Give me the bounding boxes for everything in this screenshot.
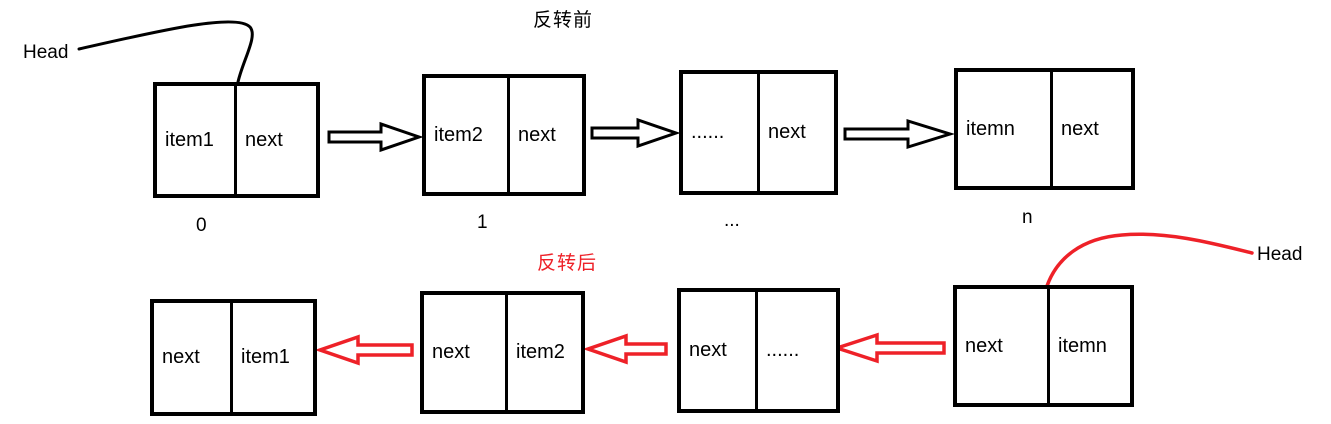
node-data-cell: itemn	[958, 72, 1053, 186]
head-label-before: Head	[23, 42, 69, 63]
arrow-left-icon-3	[831, 332, 946, 364]
node-data-label: item1	[165, 128, 214, 151]
arrow-left-icon-2	[582, 333, 668, 365]
node-index-label-0: 0	[196, 215, 207, 236]
node-after-1: next item1	[150, 299, 317, 416]
arrow-right-icon-1	[327, 121, 424, 153]
node-index-label-ellipsis: ...	[724, 210, 740, 231]
node-data-label: item2	[434, 123, 483, 146]
node-after-3: next ......	[677, 288, 840, 413]
node-data-cell: ......	[758, 292, 836, 409]
node-data-label: ......	[766, 339, 800, 361]
head-pointer-curve-after	[1045, 232, 1254, 288]
node-data-label: item2	[516, 341, 565, 363]
node-data-label: itemn	[966, 117, 1015, 140]
node-data-label: item1	[241, 346, 290, 368]
node-pointer-cell: next	[681, 292, 758, 409]
node-pointer-cell: next	[957, 289, 1050, 403]
node-after-n: next itemn	[953, 285, 1134, 407]
node-index-label-1: 1	[477, 212, 488, 233]
node-data-cell: ......	[683, 74, 760, 191]
node-data-cell: item1	[233, 303, 313, 412]
node-data-label: itemn	[1058, 334, 1107, 357]
node-data-cell: item1	[157, 86, 237, 194]
arrow-left-icon-1	[314, 334, 414, 366]
node-data-label: ......	[691, 121, 725, 143]
node-before-1: item1 next	[153, 82, 320, 198]
head-label-after: Head	[1257, 244, 1303, 265]
node-data-cell: itemn	[1050, 289, 1130, 403]
node-pointer-cell: next	[510, 78, 582, 192]
node-before-n: itemn next	[954, 68, 1135, 190]
node-pointer-label: next	[965, 334, 1003, 357]
node-before-2: item2 next	[422, 74, 586, 196]
node-pointer-label: next	[1061, 117, 1099, 140]
arrow-right-icon-2	[590, 117, 681, 149]
node-pointer-cell: next	[760, 74, 834, 191]
node-pointer-label: next	[245, 128, 283, 151]
node-pointer-label: next	[432, 341, 470, 363]
section-title-before: 反转前	[533, 10, 594, 31]
node-pointer-cell: next	[1053, 72, 1131, 186]
node-index-label-n: n	[1022, 207, 1033, 228]
node-data-cell: item2	[426, 78, 510, 192]
node-pointer-cell: next	[154, 303, 233, 412]
arrow-right-icon-3	[843, 118, 956, 150]
head-pointer-curve-before	[77, 20, 254, 84]
node-data-cell: item2	[508, 295, 581, 410]
node-pointer-label: next	[768, 121, 806, 143]
node-pointer-label: next	[162, 346, 200, 368]
node-after-2: next item2	[420, 291, 585, 414]
node-before-3: ...... next	[679, 70, 838, 195]
node-pointer-cell: next	[424, 295, 508, 410]
node-pointer-label: next	[689, 339, 727, 361]
section-title-after: 反转后	[537, 253, 598, 274]
node-pointer-cell: next	[237, 86, 316, 194]
node-pointer-label: next	[518, 123, 556, 146]
